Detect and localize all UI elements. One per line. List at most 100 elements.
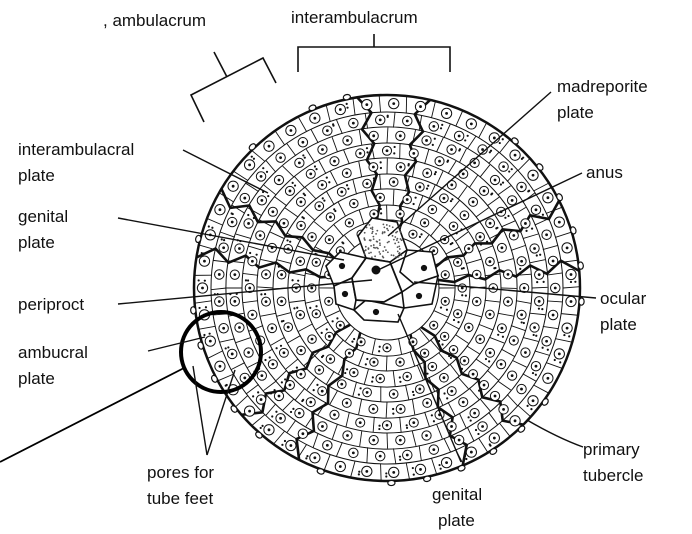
tubercle-boss [570, 300, 573, 303]
tubercle-boss [280, 273, 283, 276]
tubercle-boss [523, 287, 526, 290]
plate-suture [345, 236, 355, 248]
pore [332, 320, 334, 322]
tubercle-boss [489, 222, 492, 225]
pore [275, 411, 277, 413]
pore [353, 338, 355, 340]
pore [227, 346, 229, 348]
edge-tubercle [254, 431, 263, 440]
pore [434, 138, 436, 140]
pore [281, 444, 283, 446]
edge-tubercle [210, 374, 218, 383]
plate-suture [456, 111, 463, 127]
label-periproct: periproct [18, 295, 84, 314]
tubercle-boss [514, 419, 517, 422]
pore [413, 394, 415, 396]
plate-suture [556, 232, 572, 237]
pore [313, 389, 315, 391]
pore [373, 177, 375, 179]
plate-suture [436, 171, 443, 185]
plate-suture [393, 448, 395, 463]
tubercle-boss [399, 166, 402, 169]
tubercle-boss [392, 393, 395, 396]
plate-suture [489, 412, 498, 425]
tubercle-boss [280, 300, 283, 303]
tubercle-boss [352, 122, 355, 125]
pore [326, 328, 328, 330]
pore [547, 349, 549, 351]
tubercle-boss [289, 190, 292, 193]
tubercle-boss [300, 373, 303, 376]
tubercle-boss [489, 351, 492, 354]
leader-pores-1 [193, 366, 207, 455]
plate-suture [346, 412, 350, 427]
tubercle-boss [552, 260, 555, 263]
plate-suture [535, 351, 550, 355]
pore [536, 281, 538, 283]
tubercle-boss [444, 273, 447, 276]
plate-suture [379, 95, 380, 112]
tubercle-boss [524, 222, 527, 225]
pore [380, 212, 382, 214]
plate-suture [364, 369, 368, 384]
pore [431, 414, 433, 416]
madreporite-stipple-dot [372, 236, 374, 238]
plate-suture [456, 335, 469, 344]
tubercle-boss [268, 145, 271, 148]
plate-suture [274, 431, 285, 444]
pore [315, 168, 317, 170]
tubercle-boss [268, 428, 271, 431]
plate-suture [543, 326, 558, 328]
pore [284, 378, 286, 380]
pore [306, 455, 308, 457]
pore [328, 181, 330, 183]
plate-suture [498, 186, 511, 195]
tubercle-boss [426, 402, 429, 405]
tubercle-boss [507, 273, 510, 276]
pore [440, 306, 442, 308]
plate-suture [546, 363, 562, 369]
plate-suture [439, 211, 448, 223]
pore [373, 179, 375, 181]
madreporite-stipple-dot [399, 248, 401, 250]
plate-suture [445, 247, 459, 254]
plate-suture [543, 245, 558, 249]
tubercle-boss [463, 359, 466, 362]
tubercle-boss [260, 398, 263, 401]
tubercle-boss [339, 465, 342, 468]
plate-suture [235, 396, 247, 408]
pore [486, 241, 488, 243]
tubercle-boss [373, 212, 376, 215]
tubercle-boss [309, 401, 312, 404]
plate-suture [523, 234, 538, 238]
pore [440, 468, 442, 470]
tubercle-boss [456, 312, 459, 315]
plate-suture [220, 339, 235, 342]
pore [332, 123, 334, 125]
tubercle-boss [248, 410, 251, 413]
label-primary-tubercle-line1: primary [583, 440, 640, 459]
plate-suture [448, 161, 456, 174]
plate-suture [195, 301, 212, 303]
pore [296, 367, 298, 369]
pore [292, 182, 294, 184]
madreporite-stipple-dot [368, 252, 370, 254]
madreporite-stipple-dot [372, 231, 374, 233]
plate-suture [324, 455, 330, 471]
label-interambulacrum: interambulacrum [291, 8, 418, 27]
tubercle-boss [321, 390, 324, 393]
label-anus: anus [586, 163, 623, 182]
pore [478, 390, 480, 392]
tubercle-boss [379, 196, 382, 199]
tubercle-boss [483, 384, 486, 387]
tubercle-boss [450, 148, 453, 151]
tubercle-boss [570, 273, 573, 276]
plate-suture [511, 326, 526, 331]
pore [321, 332, 323, 334]
pore [408, 163, 410, 165]
plate-suture [466, 312, 481, 316]
pore [451, 242, 453, 244]
plate-suture [444, 124, 451, 138]
tubercle-boss [444, 300, 447, 303]
tubercle-boss [298, 412, 301, 415]
